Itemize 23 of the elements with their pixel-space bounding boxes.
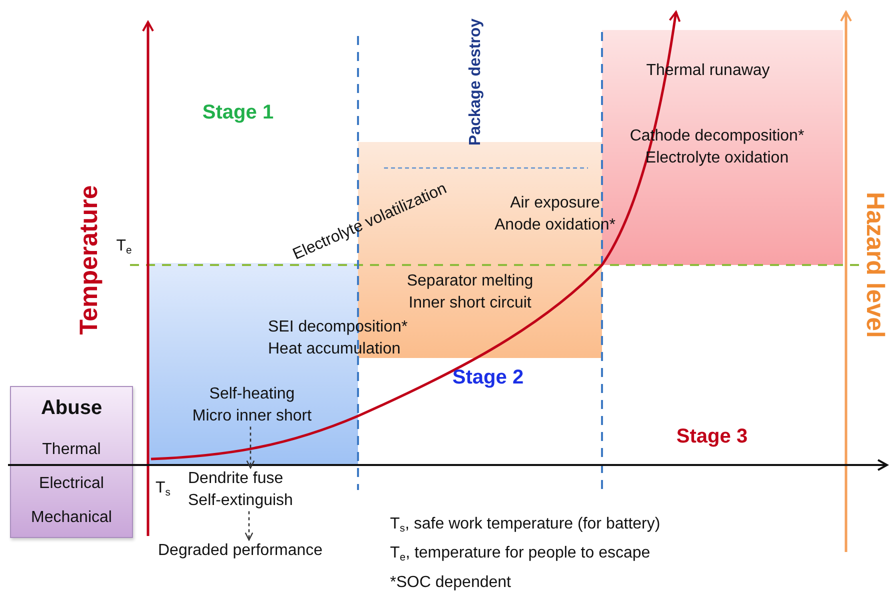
stage-label: Stage 1	[202, 100, 274, 126]
stage-label: Stage 3	[676, 424, 748, 450]
arrow	[246, 426, 255, 469]
axis-title: Temperature	[74, 185, 104, 335]
stage-event-text: Dendrite fuse Self-extinguish	[188, 469, 294, 511]
abuse-type: Mechanical	[30, 508, 113, 528]
event-text: Separator melting Inner short circuit	[406, 271, 534, 313]
stage-event-text: Self-heating Micro inner short	[191, 384, 313, 426]
abuse-type: Electrical	[38, 474, 105, 494]
abuse-box	[10, 386, 133, 538]
event-label: Package destroy	[466, 18, 486, 146]
stage-label: Stage 2	[452, 366, 524, 390]
abuse-type: Thermal	[41, 440, 102, 460]
box-heading: Abuse	[40, 396, 104, 421]
event-text: Air exposure Anode oxidation*	[494, 193, 616, 235]
threshold-label: T$_{e}$	[116, 236, 132, 259]
arrow	[244, 511, 254, 541]
stage-event-text: Degraded performance	[158, 541, 323, 561]
axis-title: Hazard level	[860, 192, 890, 338]
note-text: T$_{s}$, safe work temperature (for battery)	[390, 514, 660, 537]
threshold-label: T$_{s}$	[156, 478, 170, 501]
note-text: *SOC dependent	[390, 573, 511, 594]
note-text: T$_{e}$, temperature for people to escape	[390, 543, 650, 566]
